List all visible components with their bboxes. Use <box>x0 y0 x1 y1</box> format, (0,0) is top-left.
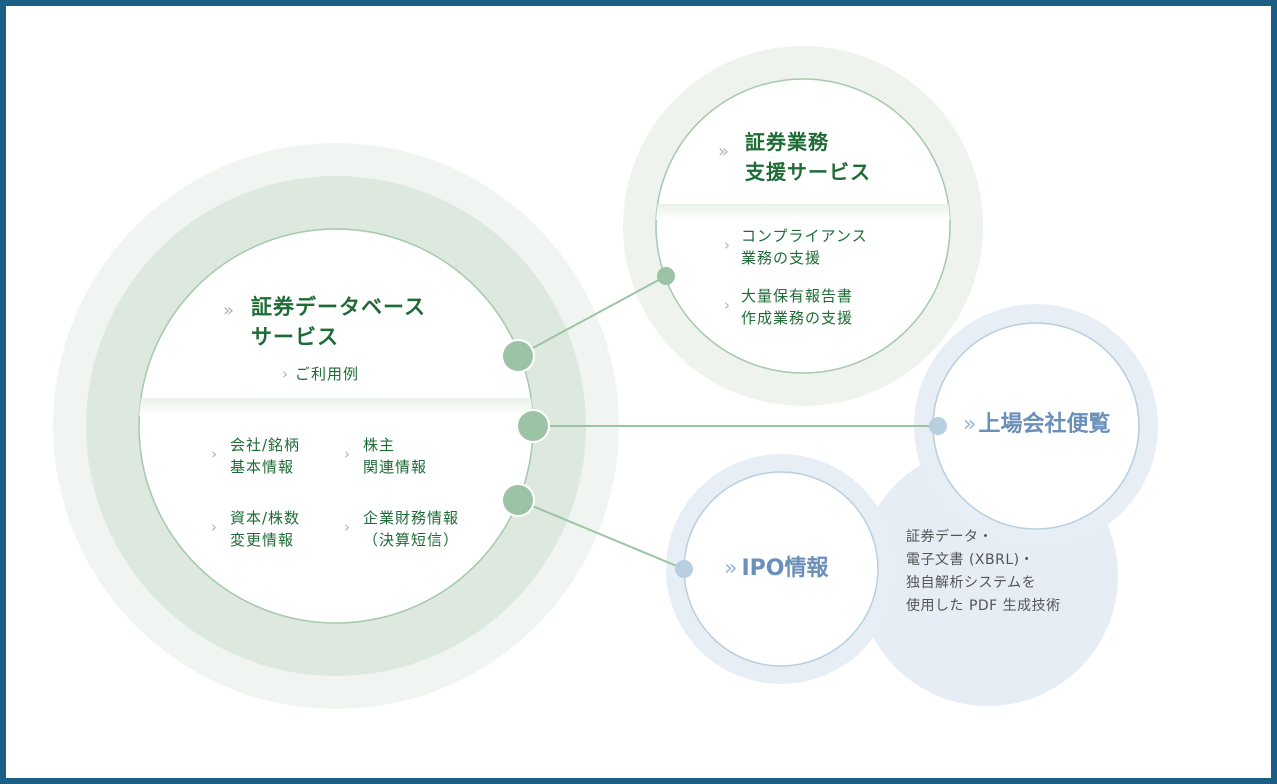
database-item-line2: 関連情報 <box>363 458 428 476</box>
chevron-right-icon: › <box>211 518 217 536</box>
example-link[interactable]: › ご利用例 <box>282 363 359 385</box>
database-item-line2: 基本情報 <box>230 458 295 476</box>
database-item-line2: 変更情報 <box>230 531 295 549</box>
note-line: 電子文書 (XBRL)・ <box>906 552 1035 568</box>
double-chevron-right-icon: » <box>223 300 235 321</box>
node-ipo-start <box>501 483 535 517</box>
node-ipo-end <box>675 560 693 578</box>
note-line: 使用した PDF 生成技術 <box>906 598 1061 614</box>
support-item-line1: コンプライアンス <box>741 227 868 245</box>
support-title-line1: 証券業務 <box>745 130 829 154</box>
support-item-line2: 業務の支援 <box>741 249 822 267</box>
database-title-line2: サービス <box>251 325 339 349</box>
chevron-right-icon: › <box>211 445 217 463</box>
database-item-line2: （決算短信） <box>363 531 460 549</box>
database-item-line1: 資本/株数 <box>230 509 301 527</box>
database-separator <box>139 398 533 416</box>
support-item-line1: 大量保有報告書 <box>741 287 854 305</box>
database-item-line1: 会社/銘柄 <box>230 436 301 454</box>
chevron-right-icon: › <box>724 236 730 254</box>
example-link-label: ご利用例 <box>295 365 360 383</box>
double-chevron-right-icon: » <box>724 556 738 581</box>
database-item-line1: 株主 <box>363 436 396 454</box>
listed-title-label: 上場会社便覧 <box>978 412 1111 437</box>
ipo-title-label: IPO情報 <box>741 556 829 581</box>
note-line: 証券データ・ <box>906 529 993 545</box>
support-title-line2: 支援サービス <box>745 160 871 184</box>
database-title-line1: 証券データベース <box>251 295 426 319</box>
double-chevron-right-icon: » <box>718 141 730 162</box>
double-chevron-right-icon: » <box>963 412 977 437</box>
support-item-line2: 作成業務の支援 <box>741 309 854 327</box>
note-line: 独自解析システムを <box>906 575 1037 591</box>
database-circle <box>138 228 534 624</box>
chevron-right-icon: › <box>724 296 730 314</box>
chevron-right-icon: › <box>344 518 350 536</box>
database-item-line1: 企業財務情報 <box>363 509 460 527</box>
node-support-end <box>657 267 675 285</box>
node-support-start <box>501 339 535 373</box>
connector-support <box>517 275 667 357</box>
node-listed-end <box>929 417 947 435</box>
chevron-right-icon: › <box>282 365 289 383</box>
ipo-title[interactable]: »IPO情報 <box>724 554 828 584</box>
support-separator <box>656 204 950 220</box>
connector-ipo <box>517 499 685 570</box>
note-text: 証券データ・ 電子文書 (XBRL)・ 独自解析システムを 使用した PDF 生… <box>906 526 1061 618</box>
listed-title[interactable]: »上場会社便覧 <box>963 410 1110 440</box>
diagram-canvas <box>53 46 1158 709</box>
node-listed-start <box>516 409 550 443</box>
chevron-right-icon: › <box>344 445 350 463</box>
support-circle <box>655 78 951 374</box>
